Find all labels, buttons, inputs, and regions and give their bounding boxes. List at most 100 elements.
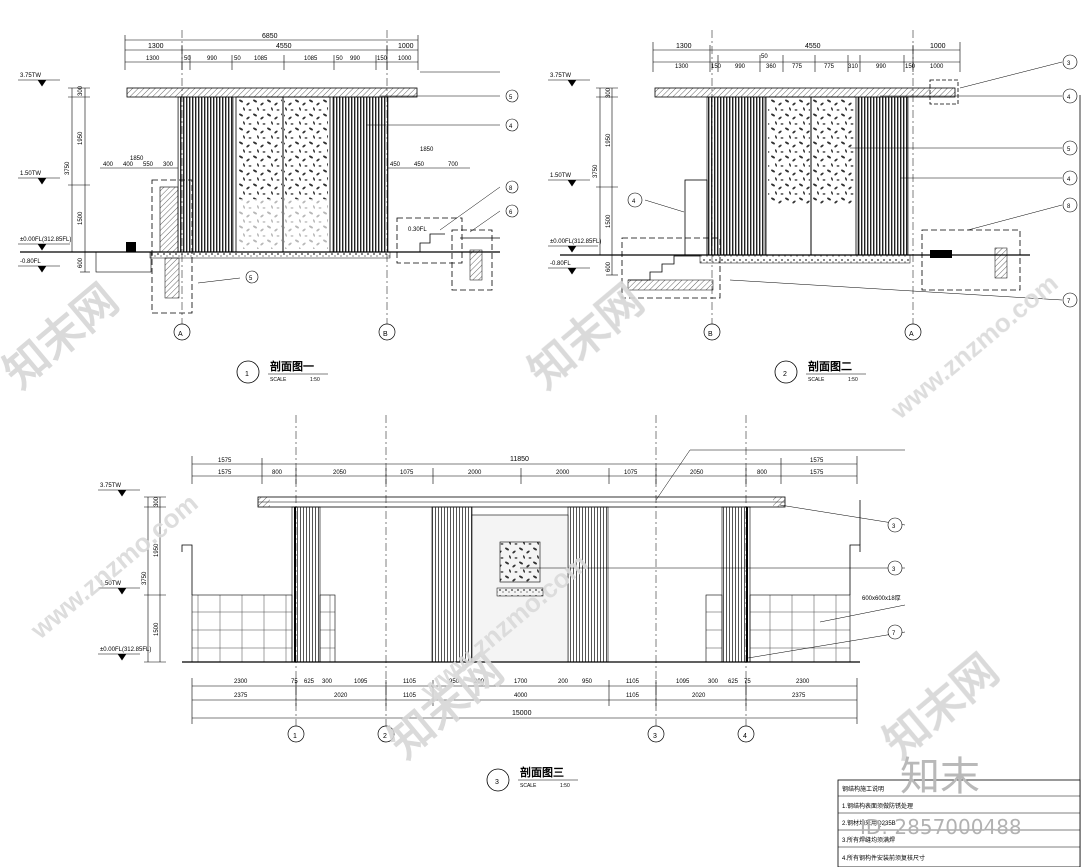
s1-callout: 8 xyxy=(509,186,513,192)
s3-bottom-dim: 2375 xyxy=(234,693,248,699)
notes-table: 钢结构施工说明 1.钢结构表面须做防锈处理 2.钢材均采用Q235B 3.所有焊… xyxy=(837,779,1081,867)
s1-scale-label: SCALE xyxy=(270,377,287,383)
s2-sub-dim: 990 xyxy=(876,64,887,70)
s3-bottom-dim: 950 xyxy=(449,679,460,685)
s3-bottom-dim: 300 xyxy=(322,679,333,685)
s1-dim-b: 4550 xyxy=(276,43,292,50)
s1-elev-top: 3.75TW xyxy=(20,73,41,79)
s3-top-dim: 2050 xyxy=(333,470,347,476)
s1-inner-dim: 450 xyxy=(414,162,425,168)
s2-callout: 4 xyxy=(1067,95,1071,101)
s3-bottom-dim: 2300 xyxy=(796,679,810,685)
s1-inner-dim: 400 xyxy=(123,162,134,168)
s3-top-dim: 2000 xyxy=(468,470,482,476)
s2-sub-dim: 990 xyxy=(735,64,746,70)
watermark-logo: 知末网 xyxy=(875,645,1008,767)
s3-vdim: 1500 xyxy=(154,622,160,636)
s2-sub-dim: 775 xyxy=(824,64,835,70)
s1-callout: 6 xyxy=(509,210,513,216)
s1-dim-a: 1300 xyxy=(148,43,164,50)
s3-scale-label: SCALE xyxy=(520,783,537,789)
s1-title: 剖面图一 xyxy=(270,359,314,373)
s3-elev-zero: ±0.00FL(312.85FL) xyxy=(100,647,151,653)
s1-sub-dim: 1085 xyxy=(304,56,318,62)
section-2-drawing: 1300 4550 1000 1300 150 990 50 360 775 7… xyxy=(548,30,1078,384)
s2-number: 2 xyxy=(783,371,787,378)
s3-top-dim: 1575 xyxy=(218,470,232,476)
notes-title: 钢结构施工说明 xyxy=(842,785,884,793)
s3-elev-top: 3.75TW xyxy=(100,483,121,489)
s3-bottom-dim: 1105 xyxy=(626,679,640,685)
s1-inner-dim: 1850 xyxy=(130,156,144,162)
s3-top-dim: 800 xyxy=(757,470,768,476)
s3-top-dim: 1575 xyxy=(810,470,824,476)
s2-sub-dim: 1300 xyxy=(675,64,689,70)
s1-sub-dim: 50 xyxy=(234,56,241,62)
s3-callout: 7 xyxy=(892,631,896,637)
s3-top-dim: 800 xyxy=(272,470,283,476)
s1-sub-dim: 1085 xyxy=(254,56,268,62)
s1-sub-dim: 990 xyxy=(350,56,361,62)
s1-sub-dim: 990 xyxy=(207,56,218,62)
notes-item: 4.所有钢构件安装前须复核尺寸 xyxy=(842,854,925,862)
s3-bottom-dim: 2020 xyxy=(334,693,348,699)
watermark-logo: 知末网 xyxy=(520,275,653,397)
s1-inner-dim: 700 xyxy=(448,162,459,168)
s2-title: 剖面图二 xyxy=(808,359,852,373)
s2-grid-a: A xyxy=(909,331,914,338)
section-1-drawing: 6850 1300 4550 1000 1300 50 990 50 1085 … xyxy=(18,30,519,384)
s3-elev-mid: 1.50TW xyxy=(100,581,121,587)
s3-bottom-dim: 1700 xyxy=(514,679,528,685)
s3-bottom-dim: 300 xyxy=(708,679,719,685)
s3-top-dim: 2000 xyxy=(556,470,570,476)
s3-bottom-dim: 1095 xyxy=(354,679,368,685)
s3-bottom-dim: 950 xyxy=(582,679,593,685)
s2-scale-label: SCALE xyxy=(808,377,825,383)
s2-callout: 5 xyxy=(1067,147,1071,153)
s2-dim-c: 1000 xyxy=(930,43,946,50)
s2-sub-dim: 150 xyxy=(905,64,916,70)
s1-inner-dim: 300 xyxy=(163,162,174,168)
s2-callout: 4 xyxy=(632,199,636,205)
s1-sub-dim: 1000 xyxy=(398,56,412,62)
s3-bottom-dim: 75 xyxy=(291,679,298,685)
s3-vdim: 300 xyxy=(154,496,160,507)
s1-callout: 4 xyxy=(509,124,513,130)
s3-number: 3 xyxy=(495,779,499,786)
s1-callout: 5 xyxy=(249,276,253,282)
s1-total-dim: 6850 xyxy=(262,33,278,40)
s1-vdim: 3750 xyxy=(65,161,71,175)
s2-sub-dim: 360 xyxy=(766,64,777,70)
s3-bottom-dim: 1105 xyxy=(403,679,417,685)
s1-vdim: 1500 xyxy=(78,211,84,225)
s2-callout: 4 xyxy=(1067,177,1071,183)
s3-top-dim: 1075 xyxy=(400,470,414,476)
watermark-logo: 知末网 xyxy=(0,275,128,397)
s1-inner-dim: 450 xyxy=(390,162,401,168)
watermark-site: www.znzmo.com xyxy=(24,488,204,646)
s2-sub-dim: 1000 xyxy=(930,64,944,70)
s3-bottom-dim: 2375 xyxy=(792,693,806,699)
watermark-site: www.znzmo.com xyxy=(884,268,1064,426)
s3-grid-4: 4 xyxy=(743,733,747,740)
s1-inner-dim: 1850 xyxy=(420,147,434,153)
s3-scale: 1:50 xyxy=(560,783,570,789)
notes-item: 1.钢结构表面须做防锈处理 xyxy=(842,802,913,810)
s1-sub-dim: 50 xyxy=(184,56,191,62)
s3-vdim: 1950 xyxy=(154,543,160,557)
s2-callout: 3 xyxy=(1067,61,1071,67)
s3-bottom-dim: 1105 xyxy=(403,693,417,699)
s2-sub-dim: 310 xyxy=(848,64,859,70)
s2-vdim: 600 xyxy=(606,261,612,272)
s2-scale: 1:50 xyxy=(848,377,858,383)
s3-tile-note: 600x600x18厚 xyxy=(862,595,901,602)
s1-vdim: 600 xyxy=(78,257,84,268)
s1-grid-a: A xyxy=(178,331,183,338)
s3-bottom-dim: 2300 xyxy=(234,679,248,685)
s3-bottom-dim: 2020 xyxy=(692,693,706,699)
s3-total-dim: 11850 xyxy=(510,456,529,463)
s2-elev-top: 3.75TW xyxy=(550,73,571,79)
watermark-id: ID: 2857000488 xyxy=(860,815,1022,839)
s3-callout: 3 xyxy=(892,524,896,530)
